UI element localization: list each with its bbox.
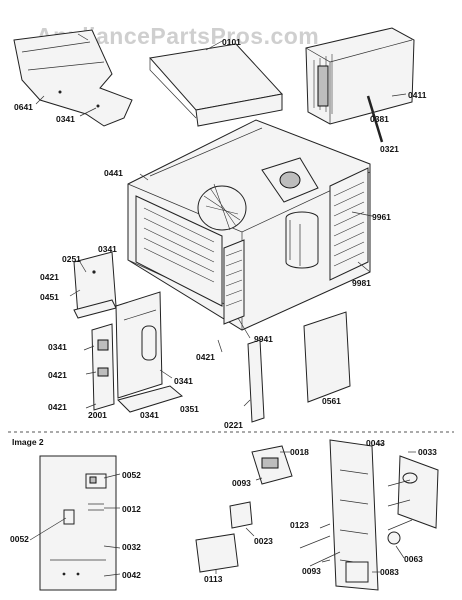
- rear-panel: [303, 311, 351, 403]
- label-0381: 0381: [370, 114, 389, 124]
- callouts-right: 0018 0043 0033 0093 0023 0123 0063 0113 …: [204, 438, 437, 584]
- top-cover: [149, 43, 283, 127]
- callouts-left: 0052 0012 0032 0042 0052: [10, 470, 141, 580]
- label-0421-c: 0421: [196, 352, 215, 362]
- label-0341-mid: 0341: [174, 376, 193, 386]
- label-0083: 0083: [380, 567, 399, 577]
- label-0341-bottom: 0341: [140, 410, 159, 420]
- condenser-shroud: [305, 27, 415, 125]
- label-9941: 9941: [254, 334, 273, 344]
- fan-motor: [261, 157, 319, 203]
- control-panel: [115, 291, 163, 399]
- label-9961: 9961: [372, 212, 391, 222]
- label-0421-a: 0421: [40, 272, 59, 282]
- label-9981: 9981: [352, 278, 371, 288]
- label-2001: 2001: [88, 410, 107, 420]
- condenser-coil: [329, 167, 369, 281]
- compressor: [285, 211, 319, 269]
- label-0641: 0641: [14, 102, 33, 112]
- side-panel: [247, 339, 265, 423]
- cabinet-top-panel: [13, 29, 133, 127]
- bottom-tray: [117, 385, 184, 413]
- label-0251: 0251: [62, 254, 81, 264]
- section-title: Image 2: [12, 437, 44, 447]
- label-0341-top: 0341: [56, 114, 75, 124]
- label-0032: 0032: [122, 542, 141, 552]
- label-0093-a: 0093: [232, 478, 251, 488]
- label-0052-b: 0052: [10, 534, 29, 544]
- leader-lines-right: [215, 443, 416, 574]
- blower-wheel: [197, 183, 247, 231]
- label-0042: 0042: [122, 570, 141, 580]
- control-module-assembly: [195, 439, 439, 591]
- label-0411: 0411: [408, 90, 427, 100]
- label-0341-bracket: 0341: [98, 244, 117, 254]
- front-coil-bank: [223, 239, 245, 325]
- label-0052-a: 0052: [122, 470, 141, 480]
- leader-lines-upper: [35, 33, 407, 409]
- label-0421-d: 0421: [48, 402, 67, 412]
- label-0421-b: 0421: [48, 370, 67, 380]
- leader-lines-left: [29, 473, 121, 577]
- label-0351: 0351: [180, 404, 199, 414]
- label-0123: 0123: [290, 520, 309, 530]
- label-0093-b: 0093: [302, 566, 321, 576]
- label-0341-left: 0341: [48, 342, 67, 352]
- label-0451: 0451: [40, 292, 59, 302]
- label-0101: 0101: [222, 37, 241, 47]
- rod-part: [366, 95, 384, 143]
- label-0023: 0023: [254, 536, 273, 546]
- evaporator-coil: [135, 195, 223, 307]
- label-0063: 0063: [404, 554, 423, 564]
- control-strip: [91, 323, 115, 411]
- label-0221: 0221: [224, 420, 243, 430]
- label-0018: 0018: [290, 447, 309, 457]
- control-board-assembly: [39, 455, 117, 591]
- label-0113: 0113: [204, 574, 223, 584]
- label-0561: 0561: [322, 396, 341, 406]
- label-0043: 0043: [366, 438, 385, 448]
- label-0321: 0321: [380, 144, 399, 154]
- label-0441: 0441: [104, 168, 123, 178]
- label-0012: 0012: [122, 504, 141, 514]
- callouts-upper: 0641 0341 0101 0411 0381 0321 0441 9961 …: [14, 37, 427, 430]
- label-0033: 0033: [418, 447, 437, 457]
